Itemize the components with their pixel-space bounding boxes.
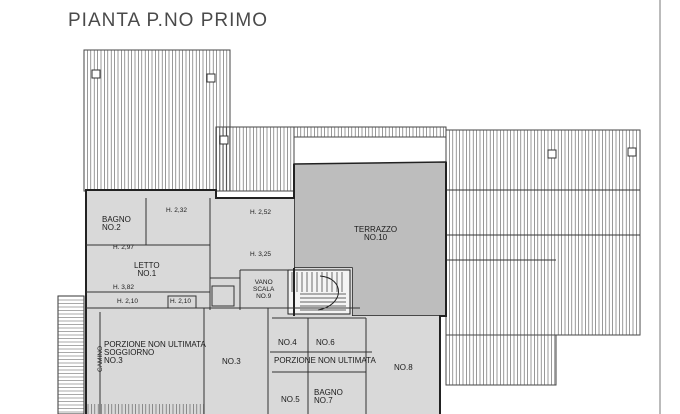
room-label-no-5: NO.5 — [281, 395, 300, 404]
roof-section — [293, 126, 447, 138]
roof-hatching — [57, 0, 661, 414]
balcony-left — [57, 295, 85, 414]
room-label-no-4: NO.4 — [278, 338, 297, 347]
room-label-no-6: NO.6 — [316, 338, 335, 347]
roof-section — [445, 129, 641, 336]
height-label: h. 2,52 — [250, 209, 271, 216]
room-label-porzione-mid: PORZIONE NON ULTIMATA — [274, 356, 376, 365]
page-title: PIANTA P.NO PRIMO — [68, 10, 269, 31]
staircase — [287, 269, 351, 315]
room-label-no-8: NO.8 — [394, 363, 413, 372]
balcony-bottom — [87, 404, 204, 414]
height-label: h. 2,10 — [117, 298, 138, 305]
label-camino: CAMINO — [97, 346, 104, 372]
roof-section — [445, 334, 557, 386]
roof-section — [215, 126, 295, 192]
roof-section — [83, 49, 231, 192]
height-label: h. 2,32 — [166, 207, 187, 214]
height-label: h. 3,82 — [113, 284, 134, 291]
height-label: h. 2,97 — [113, 244, 134, 251]
room-label-no-3: NO.3 — [222, 357, 241, 366]
interior-area — [86, 190, 440, 414]
height-label: h. 2,10 — [170, 298, 191, 305]
room-label-vano-scala-9: vanoscalaNO.9 — [253, 279, 275, 300]
inner-walls — [86, 198, 372, 414]
height-label: h. 3,25 — [250, 251, 271, 258]
